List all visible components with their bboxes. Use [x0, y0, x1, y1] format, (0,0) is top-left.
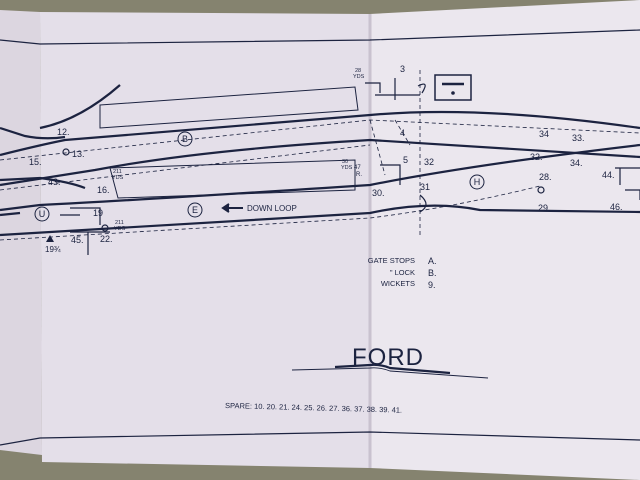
- lever-5: 5: [403, 155, 408, 165]
- circled-letter-h: H: [474, 177, 481, 187]
- distance-211b-unit: YDS: [114, 226, 126, 232]
- legend-wickets: WICKETS: [381, 279, 415, 288]
- track-circuits: [0, 70, 640, 241]
- mile-post-icon: [46, 235, 54, 242]
- legend: GATE STOPS A. " LOCK B. WICKETS 9.: [368, 256, 437, 290]
- lever-47: 47: [354, 165, 361, 171]
- lever-22: 22.: [100, 234, 113, 244]
- circled-letter-b: B: [182, 134, 188, 144]
- circled-letter-e: E: [192, 205, 198, 215]
- lever-31: 31: [420, 182, 430, 192]
- lever-34b: 34.: [570, 158, 583, 168]
- lever-30: 30.: [372, 188, 385, 198]
- lever-16: 16.: [97, 185, 110, 195]
- lever-33: 33.: [572, 133, 585, 143]
- circled-letter-rings: [34, 131, 485, 222]
- signals: [60, 78, 640, 255]
- legend-lock-value: B.: [428, 268, 437, 278]
- direction-label: DOWN LOOP: [247, 204, 297, 213]
- distance-211a-unit: YDS: [112, 175, 124, 181]
- lever-47-r: R.: [356, 172, 362, 178]
- distance-211b: 211: [115, 220, 124, 226]
- mile-post-label: 19¾: [45, 245, 61, 254]
- legend-gate-stops: GATE STOPS: [368, 256, 415, 265]
- legend-gate-stops-value: A.: [428, 256, 437, 266]
- lever-32b: 32.: [530, 152, 543, 162]
- lever-4: 4: [400, 128, 405, 138]
- distance-28-unit: YDS: [353, 74, 365, 80]
- arrow-left-icon: [221, 203, 243, 213]
- lever-34a: 34: [539, 129, 549, 139]
- legend-wickets-value: 9.: [428, 280, 436, 290]
- distance-30: 30: [342, 159, 348, 165]
- lever-15: 15.: [29, 157, 42, 167]
- lever-3: 3: [400, 64, 405, 74]
- lever-28: 28.: [539, 172, 552, 182]
- lever-19: 19: [93, 208, 103, 218]
- lever-43: 43.: [48, 177, 61, 187]
- lever-29: 29.: [538, 203, 551, 213]
- ground-frame-dot: [451, 91, 455, 95]
- lever-32a: 32: [424, 157, 434, 167]
- circled-letter-u: U: [39, 209, 46, 219]
- legend-lock: " LOCK: [390, 268, 415, 277]
- border-lines: [0, 29, 640, 446]
- paper-right-page: [370, 0, 640, 480]
- paper-left-page: [40, 12, 370, 468]
- lever-44: 44.: [602, 170, 615, 180]
- lever-12: 12.: [57, 127, 70, 137]
- distance-28: 28: [355, 68, 361, 74]
- lever-46: 46.: [610, 202, 623, 212]
- tracks: [0, 84, 640, 237]
- distance-30-unit: YDS: [341, 165, 353, 171]
- lever-45: 45.: [71, 235, 84, 245]
- platforms: [99, 74, 472, 199]
- title-underline: [291, 363, 489, 379]
- lever-13: 13.: [72, 149, 85, 159]
- paper-left-edge: [0, 10, 42, 455]
- distance-211a: 211: [113, 169, 122, 175]
